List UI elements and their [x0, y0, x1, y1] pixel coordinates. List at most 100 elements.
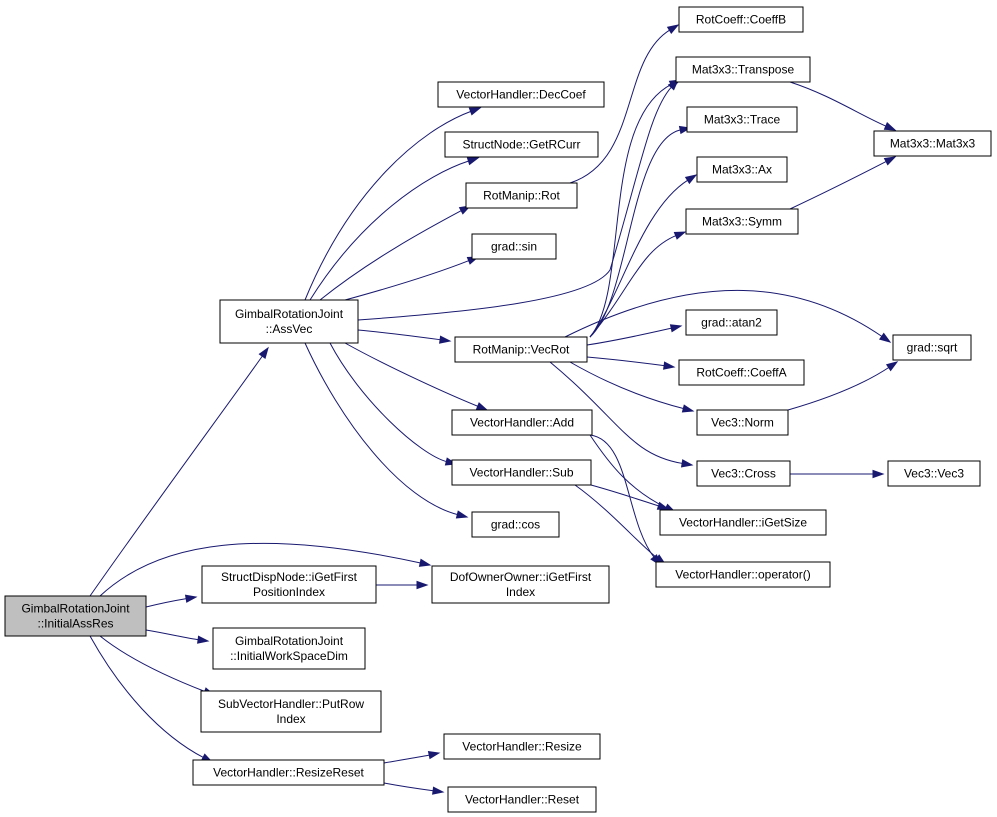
node-box: [696, 460, 791, 487]
arrowhead-root-to-structdisp: [184, 594, 198, 603]
node-box: [444, 131, 599, 158]
node-vec3[interactable]: Vec3::Vec3: [887, 460, 981, 487]
arrowhead-sub-to-igetsize: [656, 501, 670, 510]
node-sub[interactable]: VectorHandler::Sub: [451, 459, 592, 486]
edge-assvec-to-getrcurr: [309, 160, 470, 301]
node-box: [678, 6, 804, 33]
node-label: GimbalRotationJoint: [21, 602, 130, 616]
node-box: [212, 627, 366, 670]
arrowhead-vecrot-to-sqrt: [878, 332, 892, 343]
node-label: grad::atan2: [701, 316, 762, 330]
node-resizereset[interactable]: VectorHandler::ResizeReset: [192, 759, 385, 786]
node-label: VectorHandler::iGetSize: [679, 516, 807, 530]
edge-vecrot-to-trace: [589, 129, 682, 338]
node-transpose[interactable]: Mat3x3::Transpose: [675, 56, 811, 83]
node-sqrt[interactable]: grad::sqrt: [892, 334, 972, 361]
call-nodes: GimbalRotationJoint::InitialAssResGimbal…: [4, 6, 992, 813]
arrowhead-assvec-to-vecrot: [439, 335, 452, 344]
node-box: [451, 459, 592, 486]
node-label: GimbalRotationJoint: [235, 307, 344, 321]
edge-vecrot-to-ax: [589, 179, 689, 338]
node-label: grad::sqrt: [907, 341, 958, 355]
node-label: Vec3::Norm: [711, 416, 774, 430]
edge-assvec-to-add: [344, 342, 479, 408]
node-label: Index: [276, 712, 305, 726]
node-coeffb[interactable]: RotCoeff::CoeffB: [678, 6, 804, 33]
edge-vecrot-to-norm: [569, 361, 685, 410]
node-reset[interactable]: VectorHandler::Reset: [447, 786, 597, 813]
node-box: [685, 309, 778, 336]
edge-assvec-to-sub: [329, 342, 448, 463]
node-label: RotCoeff::CoeffA: [696, 366, 786, 380]
arrowhead-vecrot-to-norm: [681, 404, 695, 413]
node-label: Mat3x3::Ax: [712, 163, 772, 177]
edge-add-to-igetsize: [589, 434, 668, 509]
node-box: [471, 511, 560, 538]
arrowhead-assvec-to-deccoef: [468, 107, 482, 116]
edge-root-to-resizereset: [89, 635, 205, 759]
node-box: [4, 595, 147, 637]
node-label: Vec3::Cross: [711, 467, 776, 481]
node-box: [443, 733, 601, 760]
node-box: [192, 759, 385, 786]
edge-symm-to-mat3x3: [789, 160, 888, 210]
edge-root-to-initws: [145, 629, 200, 641]
node-label: grad::sin: [491, 240, 537, 254]
arrowhead-transpose-to-mat3x3: [883, 121, 897, 131]
node-label: VectorHandler::DecCoef: [456, 88, 586, 102]
node-box: [678, 359, 805, 386]
node-label: Mat3x3::Mat3x3: [890, 137, 976, 151]
node-label: Mat3x3::Transpose: [692, 63, 795, 77]
node-label: VectorHandler::Sub: [469, 466, 573, 480]
node-cross[interactable]: Vec3::Cross: [696, 460, 791, 487]
node-box: [655, 561, 831, 588]
node-trace[interactable]: Mat3x3::Trace: [686, 106, 798, 133]
edge-resizereset-to-reset: [383, 782, 435, 792]
node-assvec[interactable]: GimbalRotationJoint::AssVec: [219, 299, 359, 344]
arrowhead-vecrot-to-symm: [673, 231, 687, 240]
edge-assvec-to-sin: [344, 259, 470, 301]
node-cos[interactable]: grad::cos: [471, 511, 560, 538]
arrowhead-structdisp-to-dofowner: [416, 580, 429, 590]
node-symm[interactable]: Mat3x3::Symm: [685, 208, 799, 235]
node-sin[interactable]: grad::sin: [471, 233, 557, 260]
edge-vecrot-to-atan2: [586, 327, 673, 346]
edge-assvec-to-rot: [319, 209, 463, 301]
edge-assvec-to-vecrot: [357, 329, 442, 341]
node-initws[interactable]: GimbalRotationJoint::InitialWorkSpaceDim: [212, 627, 366, 670]
node-vecrot[interactable]: RotManip::VecRot: [454, 336, 588, 363]
node-add[interactable]: VectorHandler::Add: [451, 409, 593, 436]
node-box: [447, 786, 597, 813]
node-label: VectorHandler::Resize: [462, 740, 582, 754]
node-root[interactable]: GimbalRotationJoint::InitialAssRes: [4, 595, 147, 637]
node-label: RotManip::Rot: [483, 189, 560, 203]
edge-assvec-to-cos: [304, 342, 459, 516]
node-rot[interactable]: RotManip::Rot: [465, 182, 578, 209]
node-label: Index: [506, 585, 535, 599]
node-box: [437, 81, 605, 108]
edge-root-to-subvec: [99, 635, 206, 693]
node-box: [887, 460, 981, 487]
node-box: [219, 299, 359, 344]
node-box: [451, 409, 593, 436]
node-norm[interactable]: Vec3::Norm: [696, 409, 789, 436]
edge-root-to-structdisp: [145, 597, 188, 608]
call-edges: [89, 24, 899, 795]
node-label: StructNode::GetRCurr: [462, 138, 580, 152]
node-coeffa[interactable]: RotCoeff::CoeffA: [678, 359, 805, 386]
node-box: [892, 334, 972, 361]
node-ax[interactable]: Mat3x3::Ax: [696, 156, 788, 183]
node-label: grad::cos: [491, 518, 540, 532]
node-operator[interactable]: VectorHandler::operator(): [655, 561, 831, 588]
node-resize[interactable]: VectorHandler::Resize: [443, 733, 601, 760]
node-igetsize[interactable]: VectorHandler::iGetSize: [659, 509, 827, 536]
node-label: Mat3x3::Trace: [704, 113, 781, 127]
arrowhead-vecrot-to-coeffa: [663, 361, 676, 370]
node-getrcurr[interactable]: StructNode::GetRCurr: [444, 131, 599, 158]
node-atan2[interactable]: grad::atan2: [685, 309, 778, 336]
node-mat3x3[interactable]: Mat3x3::Mat3x3: [873, 130, 992, 157]
node-deccoef[interactable]: VectorHandler::DecCoef: [437, 81, 605, 108]
